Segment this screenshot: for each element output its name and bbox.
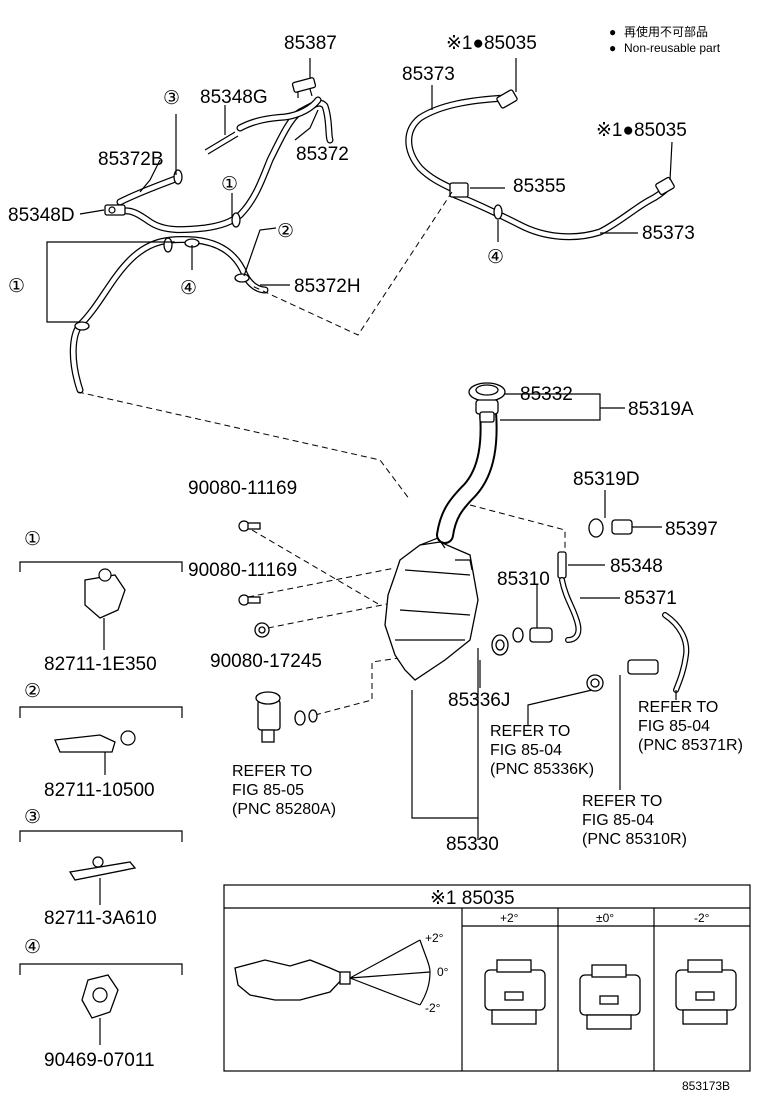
figure-id: 853173B (682, 1079, 730, 1093)
ref-8504-371-line2: FIG 85-04 (638, 718, 710, 735)
callout-1-hose-left: ① (8, 276, 25, 297)
legend-text-en: Non-reusable part (624, 41, 721, 55)
label-85336J: 85336J (448, 690, 510, 711)
label-85373-b: 85373 (642, 223, 695, 244)
ref-8505-line3: (PNC 85280A) (232, 801, 336, 818)
callout-4-hose: ④ (180, 278, 197, 299)
callout-2-hose: ② (277, 221, 294, 242)
ref-8504-371-line1: REFER TO (638, 699, 718, 716)
labels: 85387 85348G 85372 85372B 85348D 85372H … (8, 33, 743, 1093)
legend-text-jp: 再使用不可部品 (624, 24, 708, 39)
clip-1-callout: ① (24, 529, 41, 550)
view-zero (579, 964, 641, 1030)
label-85372H: 85372H (294, 276, 361, 297)
legend-bullet-1: ● (609, 25, 616, 39)
right-hose-assembly (405, 58, 675, 242)
label-85348D: 85348D (8, 205, 75, 226)
label-85371: 85371 (624, 588, 677, 609)
ref-8504r-line1: REFER TO (582, 793, 662, 810)
label-85387: 85387 (284, 33, 337, 54)
label-85330: 85330 (446, 834, 499, 855)
callout-1-hose: ① (221, 174, 238, 195)
dashed-link-bolt (251, 529, 381, 606)
dashed-link-bolt2 (247, 567, 396, 598)
legend: ● 再使用不可部品 ● Non-reusable part (609, 24, 721, 55)
left-hose-assembly (46, 58, 334, 394)
label-85319D: 85319D (573, 469, 640, 490)
label-90080-11169-a: 90080-11169 (188, 478, 297, 499)
callout-4-right: ④ (487, 247, 504, 268)
view-minus2 (675, 959, 737, 1025)
inset-angle-zero: 0° (437, 965, 449, 979)
dashed-link-grommet (267, 602, 393, 629)
nozzle-adjustment-inset (223, 884, 751, 1072)
clip-2-part: 82711-10500 (44, 780, 155, 801)
view-plus2 (484, 959, 546, 1025)
label-90080-11169-b: 90080-11169 (188, 560, 297, 581)
ref-8504k-line1: REFER TO (490, 723, 570, 740)
label-85310: 85310 (497, 569, 550, 590)
clip-4-part: 90469-07011 (44, 1050, 155, 1071)
inset-col-minus2: -2° (694, 911, 710, 925)
ref-8504r-line3: (PNC 85310R) (582, 831, 687, 848)
inset-title: ※1 85035 (430, 888, 515, 909)
ref-8504k-line3: (PNC 85336K) (490, 761, 594, 778)
clip-3-part: 82711-3A610 (44, 908, 157, 929)
label-85332: 85332 (520, 384, 573, 405)
dashed-link-tank (469, 504, 566, 560)
label-85355: 85355 (513, 176, 566, 197)
label-85372: 85372 (296, 144, 349, 165)
ref-8504k-line2: FIG 85-04 (490, 742, 562, 759)
clip-1-part: 82711-1E350 (44, 654, 157, 675)
inset-col-zero: ±0° (596, 911, 614, 925)
label-85348: 85348 (610, 556, 663, 577)
label-85397: 85397 (665, 519, 718, 540)
clip-details (19, 561, 183, 1045)
ref-8504r-line2: FIG 85-04 (582, 812, 654, 829)
ref-8505-line1: REFER TO (232, 763, 312, 780)
callout-3-hose: ③ (163, 88, 180, 109)
clip-2-callout: ② (24, 681, 41, 702)
label-90080-17245: 90080-17245 (210, 651, 322, 672)
label-85373-a: 85373 (402, 64, 455, 85)
ref-8505-line2: FIG 85-05 (232, 782, 304, 799)
washer-tank (384, 382, 506, 840)
dashed-link-left (77, 391, 411, 501)
clip-4-callout: ④ (24, 937, 41, 958)
clip-3-callout: ③ (24, 807, 41, 828)
inset-angle-minus: -2° (425, 1001, 441, 1015)
inset-col-plus2: +2° (500, 911, 519, 925)
label-85035-a: ※1●85035 (446, 33, 537, 54)
dashed-link-pump (314, 654, 421, 716)
dashed-link-right (249, 191, 453, 336)
label-85348G: 85348G (200, 87, 268, 108)
label-85319A: 85319A (628, 399, 694, 420)
tank-small-parts (238, 393, 690, 790)
inset-angle-plus: +2° (425, 931, 444, 945)
ref-8504-371-line3: (PNC 85371R) (638, 737, 743, 754)
label-85372B: 85372B (98, 149, 164, 170)
label-85035-b: ※1●85035 (596, 120, 687, 141)
legend-bullet-2: ● (609, 41, 616, 55)
